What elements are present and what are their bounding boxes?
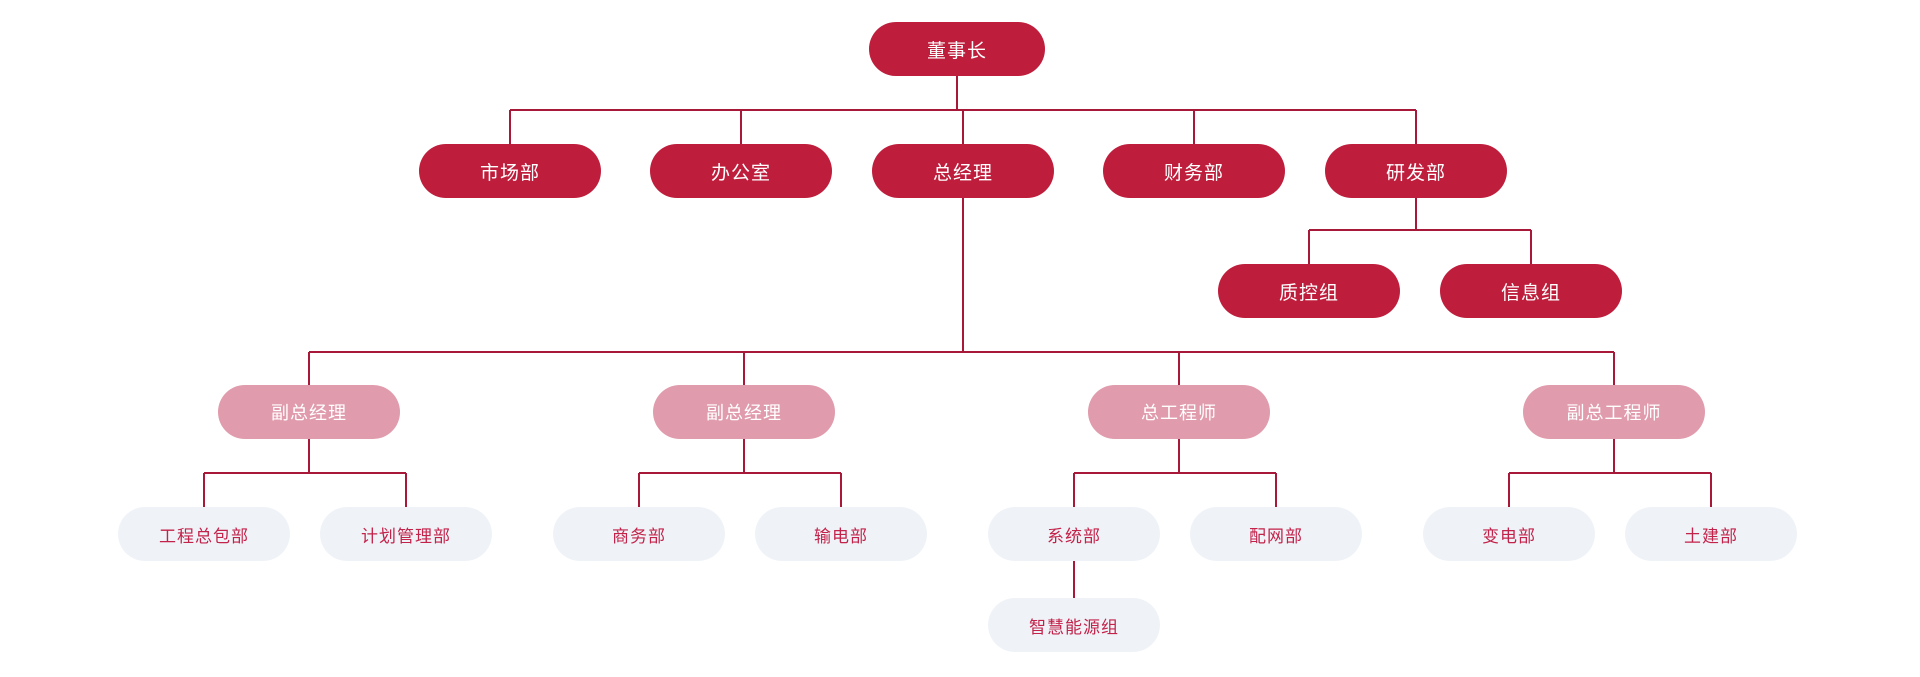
org-node-substation[interactable]: 变电部 — [1423, 507, 1595, 561]
org-node-business-dept[interactable]: 商务部 — [553, 507, 725, 561]
org-node-deputy-gm-2[interactable]: 副总经理 — [653, 385, 835, 439]
org-node-planning-dept[interactable]: 计划管理部 — [320, 507, 492, 561]
org-node-marketing[interactable]: 市场部 — [419, 144, 601, 198]
org-node-epc-dept[interactable]: 工程总包部 — [118, 507, 290, 561]
org-node-distribution[interactable]: 配网部 — [1190, 507, 1362, 561]
org-node-office[interactable]: 办公室 — [650, 144, 832, 198]
org-node-system-dept[interactable]: 系统部 — [988, 507, 1160, 561]
org-node-deputy-chief-eng[interactable]: 副总工程师 — [1523, 385, 1705, 439]
org-node-quality-group[interactable]: 质控组 — [1218, 264, 1400, 318]
org-node-transmission[interactable]: 输电部 — [755, 507, 927, 561]
org-node-general-manager[interactable]: 总经理 — [872, 144, 1054, 198]
org-node-info-group[interactable]: 信息组 — [1440, 264, 1622, 318]
org-node-civil-dept[interactable]: 土建部 — [1625, 507, 1797, 561]
org-node-chairman[interactable]: 董事长 — [869, 22, 1045, 76]
org-node-rnd[interactable]: 研发部 — [1325, 144, 1507, 198]
org-node-smart-energy[interactable]: 智慧能源组 — [988, 598, 1160, 652]
org-node-deputy-gm-1[interactable]: 副总经理 — [218, 385, 400, 439]
org-node-finance[interactable]: 财务部 — [1103, 144, 1285, 198]
org-node-chief-engineer[interactable]: 总工程师 — [1088, 385, 1270, 439]
